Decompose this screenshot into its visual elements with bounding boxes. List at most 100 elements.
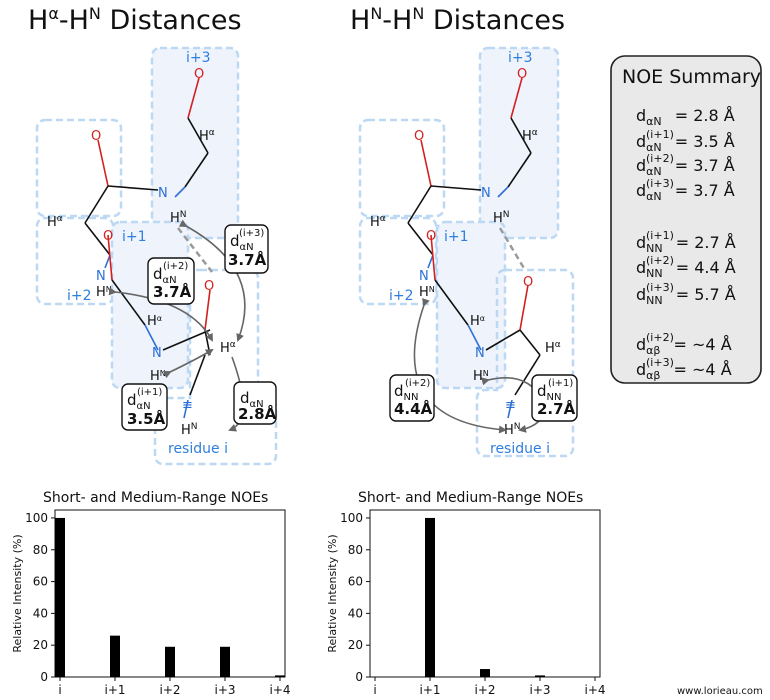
svg-text:2.8Å: 2.8Å [238, 404, 277, 423]
svg-text:HN: HN [170, 210, 187, 226]
right-bar-chart: Short- and Medium-Range NOEs020406080100… [326, 490, 606, 697]
svg-text:O: O [426, 229, 436, 244]
svg-text:Hα: Hα [220, 340, 236, 356]
x-tick-label: i+3 [529, 683, 550, 697]
left-title: Hα-HN Distances [28, 4, 242, 36]
summary-line-sup: (i+1) [646, 229, 674, 242]
bar-i+2 [480, 669, 490, 677]
svg-text:HN: HN [150, 369, 166, 384]
left-noe-box-i: dαN 2.8Å [233, 381, 277, 425]
svg-text:O: O [103, 229, 113, 244]
y-tick-label: 20 [33, 638, 48, 652]
right-noe-box-i1: dNN (i+1) 2.7Å [531, 374, 578, 422]
x-tick-label: i [58, 683, 61, 697]
svg-text:2.7Å: 2.7Å [537, 399, 576, 418]
svg-text:4.4Å: 4.4Å [394, 399, 433, 418]
svg-text:dαN: dαN [127, 391, 151, 412]
svg-text:O: O [414, 129, 424, 144]
plot-frame [369, 509, 601, 678]
left-noe-box-i3: dαN (i+3) 3.7Å [224, 224, 269, 274]
svg-text:Hα: Hα [370, 214, 386, 230]
svg-text:(i+2): (i+2) [163, 261, 188, 272]
svg-text:O: O [204, 279, 214, 294]
bar-i+1 [425, 517, 435, 677]
summary-line-sup: (i+2) [646, 331, 674, 344]
right-label-residue-i: residue i [490, 441, 550, 457]
svg-text:Hα: Hα [545, 340, 561, 356]
bar-i+1 [110, 635, 120, 677]
left-box-i1 [110, 220, 190, 390]
summary-line: dαβ = ~4 Å [636, 335, 732, 357]
left-noe-box-i2: dαN (i+2) 3.7Å [147, 257, 195, 305]
svg-text:HN: HN [181, 422, 198, 438]
left-box-i2a [35, 118, 123, 218]
x-tick-label: i+2 [474, 683, 495, 697]
summary-line: dαβ = ~4 Å [636, 360, 732, 382]
summary-line: dNN = 2.7 Å [636, 233, 736, 255]
y-axis-label: Relative Intensity (%) [11, 534, 24, 652]
svg-text:dNN: dNN [537, 382, 562, 403]
left-noe-box-i1: dαN (i+1) 3.5Å [121, 383, 168, 431]
svg-text:dαN: dαN [153, 265, 177, 286]
x-tick-label: i+1 [419, 683, 440, 697]
bar-i+2 [165, 646, 175, 677]
svg-text:O: O [523, 275, 533, 290]
svg-text:N: N [419, 269, 429, 284]
y-tick-label: 60 [33, 575, 48, 589]
summary-line: dαN = 3.5 Å [636, 132, 735, 154]
svg-text:(i+2): (i+2) [405, 378, 430, 389]
svg-text:N: N [475, 346, 485, 361]
svg-text:Hα: Hα [522, 128, 538, 144]
bar-i+3 [535, 675, 545, 677]
svg-text:3.7Å: 3.7Å [228, 250, 267, 269]
bar-i+4 [275, 675, 285, 677]
y-tick-label: 100 [340, 511, 363, 525]
right-title: HN-HN Distances [350, 4, 565, 36]
bar-i+3 [220, 646, 230, 677]
chart-title: Short- and Medium-Range NOEs [43, 490, 268, 506]
y-tick-label: 80 [348, 543, 363, 557]
svg-text:O: O [517, 67, 527, 82]
svg-text:3.5Å: 3.5Å [127, 409, 166, 428]
right-label-i3: i+3 [508, 50, 533, 66]
svg-text:3.7Å: 3.7Å [153, 282, 192, 301]
svg-text:(i+1): (i+1) [548, 378, 573, 389]
left-bar-chart: Short- and Medium-Range NOEs020406080100… [11, 490, 291, 697]
summary-line-sup: (i+3) [646, 356, 674, 369]
x-tick-label: i+4 [584, 683, 605, 697]
x-tick-label: i [373, 683, 376, 697]
summary-line: dαN = 2.8 Å [636, 106, 735, 128]
svg-text:HN: HN [493, 210, 510, 226]
left-box-i2b [35, 216, 115, 306]
svg-text:HN: HN [504, 422, 521, 438]
svg-text:N: N [481, 186, 491, 201]
svg-text:(i+3): (i+3) [239, 228, 264, 239]
summary-line-sup: (i+3) [646, 177, 674, 190]
summary-line-sup: (i+2) [646, 254, 674, 267]
svg-text:dαN: dαN [230, 232, 254, 253]
svg-text:N: N [158, 186, 168, 201]
footer-url: www.lorieau.com [677, 686, 763, 697]
x-tick-label: i+4 [269, 683, 290, 697]
chart-title: Short- and Medium-Range NOEs [358, 490, 583, 506]
y-tick-label: 40 [33, 606, 48, 620]
summary-line-sup: (i+2) [646, 152, 674, 165]
x-tick-label: i+2 [159, 683, 180, 697]
svg-text:N: N [152, 346, 162, 361]
y-tick-label: 60 [348, 575, 363, 589]
x-tick-label: i+1 [104, 683, 125, 697]
summary-line-sup: (i+1) [646, 128, 674, 141]
x-tick-label: i+3 [214, 683, 235, 697]
svg-text:HN: HN [419, 285, 435, 300]
right-noe-box-i2: dNN (i+2) 4.4Å [389, 374, 435, 422]
y-tick-label: 40 [348, 606, 363, 620]
svg-text:dαN: dαN [240, 389, 264, 410]
svg-text:O: O [91, 129, 101, 144]
summary-line: dNN = 5.7 Å [636, 285, 736, 307]
right-label-i1: i+1 [444, 229, 469, 245]
summary-title: NOE Summary [622, 66, 761, 88]
svg-text:N: N [96, 269, 106, 284]
y-tick-label: 100 [25, 511, 48, 525]
y-tick-label: 0 [40, 670, 48, 684]
